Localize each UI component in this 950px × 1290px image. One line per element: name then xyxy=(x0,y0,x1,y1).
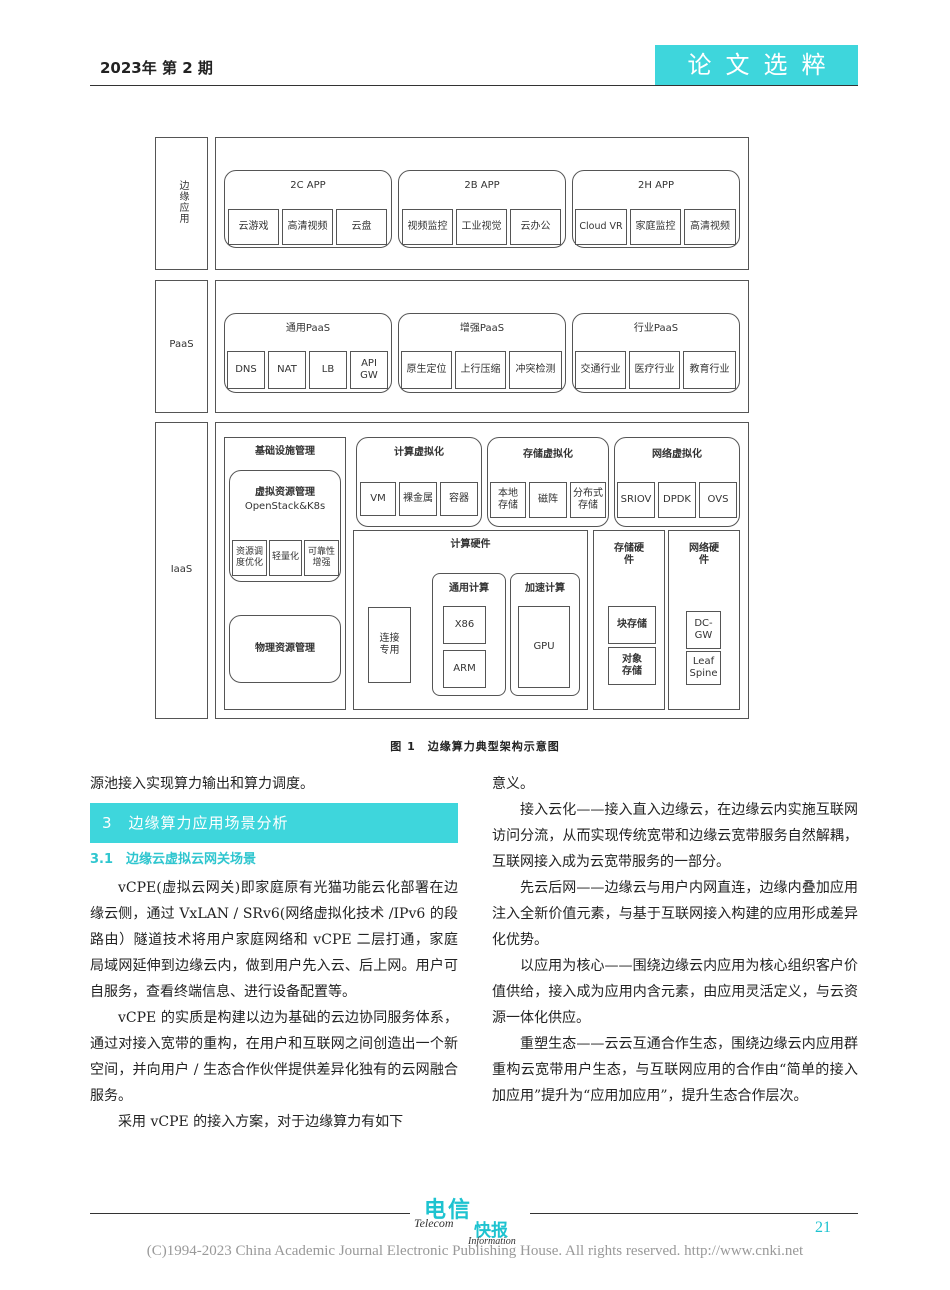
right-column: 意义。 接入云化——接入直入边缘云，在边缘云内实施互联网访问分流，从而实现传统宽… xyxy=(492,771,858,1109)
storage-hw-title: 存储硬件 xyxy=(614,542,644,567)
left-column: 源池接入实现算力输出和算力调度。 3 边缘算力应用场景分析 3.1 边缘云虚拟云… xyxy=(90,771,458,1135)
compute-hw-title: 计算硬件 xyxy=(450,538,491,550)
layer-label-box-edge xyxy=(155,137,208,270)
app-group-title: 2C APP xyxy=(290,179,326,191)
paas-item: DNS xyxy=(227,351,265,389)
paragraph: 以应用为核心——围绕边缘云内应用为核心组织客户价值供给，接入成为应用内含元素，由… xyxy=(492,958,858,1026)
journal-logo: 电信 Telecom 快报 Information xyxy=(414,1198,516,1247)
paas-item: 原生定位 xyxy=(401,351,452,389)
paas-item: LB xyxy=(309,351,347,389)
layer-label-edge-app: 边缘应用 xyxy=(177,180,188,224)
virt-item: 磁阵 xyxy=(529,482,567,518)
storage-item: 块存储 xyxy=(608,606,656,644)
paragraph: vCPE 的实质是构建以边为基础的云边协同服务体系，通过对接入宽带的重构，在用户… xyxy=(90,1010,458,1104)
network-item: DC-GW xyxy=(686,611,721,649)
app-group-title: 2B APP xyxy=(464,179,500,191)
virt-res-mgmt-title: 虚拟资源管理 xyxy=(255,486,315,498)
paas-item: 冲突检测 xyxy=(509,351,562,389)
paas-item: NAT xyxy=(268,351,306,389)
network-virt-title: 网络虚拟化 xyxy=(652,448,702,460)
paas-item: 上行压缩 xyxy=(455,351,506,389)
cpu-item: X86 xyxy=(443,606,486,644)
virt-item: 容器 xyxy=(440,482,478,516)
layer-label-paas: PaaS xyxy=(169,338,194,350)
storage-item: 对象存储 xyxy=(608,647,656,685)
phys-res-mgmt-box xyxy=(229,615,341,683)
connect-box: 连接专用 xyxy=(368,607,411,683)
app-group-title: 2H APP xyxy=(638,179,674,191)
infra-mgmt-title: 基础设施管理 xyxy=(255,445,315,457)
virt-item: 可靠性增强 xyxy=(304,540,339,576)
compute-virt-title: 计算虚拟化 xyxy=(394,446,444,458)
app-item: 视频监控 xyxy=(402,209,453,245)
cpu-item: ARM xyxy=(443,650,486,688)
page-number: 21 xyxy=(815,1219,831,1236)
paas-item: API GW xyxy=(350,351,388,389)
accel-compute-title: 加速计算 xyxy=(525,582,565,594)
section-heading: 3 边缘算力应用场景分析 xyxy=(90,803,458,843)
copyright-notice: (C)1994-2023 China Academic Journal Elec… xyxy=(146,1243,804,1259)
app-item: Cloud VR xyxy=(575,209,627,245)
app-item: 高清视频 xyxy=(684,209,736,245)
layer-label-box-iaas xyxy=(155,422,208,719)
figure-caption: 图 1 边缘算力典型架构示意图 xyxy=(390,740,560,753)
network-hw-title: 网络硬件 xyxy=(689,542,719,567)
paas-item: 教育行业 xyxy=(683,351,736,389)
section-banner: 论文选粹 xyxy=(655,45,858,85)
virt-res-mgmt-sub: OpenStack&K8s xyxy=(244,500,326,512)
layer-label-iaas: IaaS xyxy=(170,563,193,575)
journal-issue: 2023年 第 2 期 xyxy=(100,59,213,77)
virt-item: OVS xyxy=(699,482,737,518)
virt-item: DPDK xyxy=(658,482,696,518)
paragraph: 重塑生态——云云互通合作生态，围绕边缘云内应用群重构云宽带用户生态，与互联网应用… xyxy=(492,1036,858,1104)
network-item: Leaf Spine xyxy=(686,651,721,685)
paas-group-title: 增强PaaS xyxy=(459,322,505,334)
paragraph: 先云后网——边缘云与用户内网直连，边缘内叠加应用注入全新价值元素，与基于互联网接… xyxy=(492,880,858,948)
app-item: 工业视觉 xyxy=(456,209,507,245)
paas-group-title: 行业PaaS xyxy=(633,322,679,334)
paragraph: 源池接入实现算力输出和算力调度。 xyxy=(90,776,314,792)
footer-rule-left xyxy=(90,1213,410,1214)
paragraph: 意义。 xyxy=(492,776,534,792)
paas-group-title: 通用PaaS xyxy=(285,322,331,334)
virt-item: 裸金属 xyxy=(399,482,437,516)
app-item: 家庭监控 xyxy=(630,209,681,245)
virt-item: 轻量化 xyxy=(269,540,302,576)
virt-item: 分布式存储 xyxy=(570,482,606,518)
layer-label-box-paas xyxy=(155,280,208,413)
paragraph: 接入云化——接入直入边缘云，在边缘云内实施互联网访问分流，从而实现传统宽带和边缘… xyxy=(492,802,858,870)
header-rule xyxy=(90,85,858,86)
virt-item: SRIOV xyxy=(617,482,655,518)
architecture-figure: 边缘应用 PaaS IaaS 2C APP 云游戏 高清视频 云盘 2B APP… xyxy=(155,135,749,720)
footer-rule-right xyxy=(530,1213,858,1214)
virt-item: VM xyxy=(360,482,396,516)
app-item: 云盘 xyxy=(336,209,387,245)
app-item: 云游戏 xyxy=(228,209,279,245)
paas-item: 医疗行业 xyxy=(629,351,680,389)
virt-item: 资源调度优化 xyxy=(232,540,267,576)
paragraph: vCPE(虚拟云网关)即家庭原有光猫功能云化部署在边缘云侧，通过 VxLAN /… xyxy=(90,880,458,1000)
paragraph: 采用 vCPE 的接入方案，对于边缘算力有如下 xyxy=(118,1114,404,1130)
virt-item: 本地存储 xyxy=(490,482,526,518)
phys-res-mgmt-title: 物理资源管理 xyxy=(255,642,315,654)
app-item: 云办公 xyxy=(510,209,561,245)
general-compute-title: 通用计算 xyxy=(449,582,489,594)
app-item: 高清视频 xyxy=(282,209,333,245)
storage-virt-title: 存储虚拟化 xyxy=(523,448,573,460)
gpu-item: GPU xyxy=(518,606,570,688)
paas-item: 交通行业 xyxy=(575,351,626,389)
subsection-heading: 3.1 边缘云虚拟云网关场景 xyxy=(90,852,257,867)
